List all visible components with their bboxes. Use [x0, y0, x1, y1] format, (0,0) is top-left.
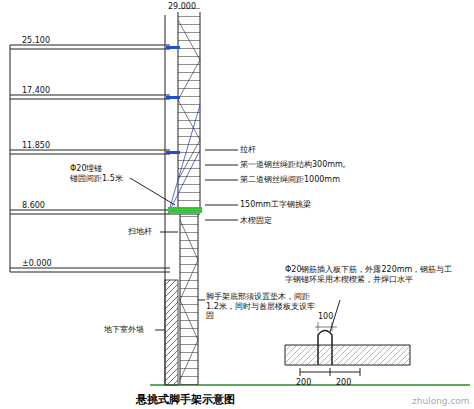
- annotation-label: Φ20埋锚: [70, 164, 102, 174]
- annotation-label: 扫地杆: [128, 227, 152, 237]
- annotation-label: 200: [296, 378, 311, 388]
- annotation-label: 17.400: [22, 86, 50, 96]
- annotation-label: 锚固间距1.5米: [70, 174, 123, 184]
- annotation-label: 200: [336, 378, 351, 388]
- annotation-label: 100: [318, 312, 333, 322]
- annotation-label: 拉杆: [240, 145, 256, 155]
- annotation-label: Φ20钢筋插入板下筋，外露220mm，钢筋与工字钢锚环采用木楔楔紧，并焊口水平: [285, 265, 455, 284]
- annotation-label: 150mm工字钢挑梁: [240, 200, 311, 210]
- annotation-label: 8.600: [22, 201, 45, 211]
- annotation-label: 第二道钢丝绳间距1000mm: [240, 175, 340, 185]
- annotation-label: 脚手架底部须设置垫木，间距1.2米，同时与首层楼板支设牢固: [206, 292, 318, 321]
- annotation-label: 第一道钢丝绳距结构300mm,: [240, 160, 345, 170]
- annotation-label: 木楔固定: [240, 216, 272, 226]
- annotation-label: 地下室外墙: [104, 325, 144, 335]
- annotation-label: 25.100: [22, 36, 50, 46]
- title: 悬挑式脚手架示意图: [136, 393, 235, 406]
- watermark: zhulong.com: [412, 396, 470, 407]
- annotation-label: 29.000: [168, 2, 196, 12]
- annotation-label: 11.850: [22, 141, 50, 151]
- annotation-label: ±0.000: [22, 259, 52, 269]
